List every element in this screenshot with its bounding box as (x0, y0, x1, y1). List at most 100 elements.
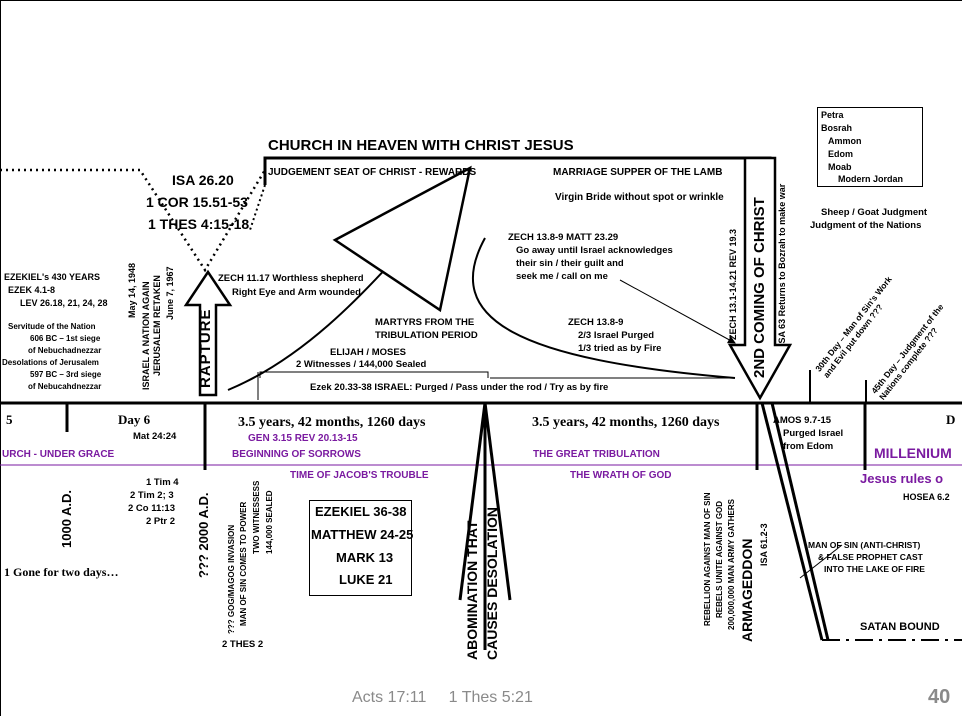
gog-magog: ??? GOG/MAGOG INVASION (227, 524, 236, 634)
witness-bracket (259, 371, 489, 378)
ezekiel-430: EZEKIEL's 430 YEARS (4, 272, 101, 282)
page-number: 40 (928, 686, 951, 708)
purged-1: 2/3 Israel Purged (578, 330, 655, 341)
years-first-half: 3.5 years, 42 months, 1260 days (238, 415, 426, 430)
may-1948: May 14, 1948 (127, 262, 137, 318)
tim-2: 2 Tim 2; 3 (130, 490, 174, 501)
zech-matt: ZECH 13.8-9 MATT 23.29 (508, 232, 619, 243)
servitude-3: of Nebuchadnezzar (28, 346, 102, 355)
lake-pointer (799, 544, 843, 579)
ad-2000: ??? 2000 A.D. (196, 492, 211, 578)
two-witnesses: 2 Witnesses / 144,000 Sealed (296, 359, 427, 370)
ptr-2: 2 Ptr 2 (146, 516, 176, 527)
wedge-left (760, 402, 824, 641)
dotted-rapture-path (0, 168, 267, 273)
servitude-1: Servitude of the Nation (8, 322, 96, 331)
gen-315: GEN 3.15 REV 20.13-15 (248, 433, 358, 444)
mat-2424: Mat 24:24 (133, 431, 177, 442)
wrath-of-god: THE WRATH OF GOD (570, 470, 672, 481)
purged-israel: Purged Israel (783, 428, 844, 439)
desolations-2: 597 BC – 3rd siege (30, 370, 102, 379)
place-bosrah: Bosrah (821, 123, 853, 133)
places-box: Petra Bosrah Ammon Edom Moab Modern Jord… (817, 107, 923, 187)
rapture-label: RAPTURE (197, 308, 214, 388)
isa-2620: ISA 26.20 (172, 172, 234, 188)
isa-612: ISA 61.2-3 (759, 523, 769, 566)
sheep-goat: Sheep / Goat Judgment (821, 207, 928, 218)
elijah-moses: ELIJAH / MOSES (330, 347, 407, 358)
desolations-1: Desolations of Jerusalem (2, 358, 99, 367)
wedge-right (770, 402, 830, 641)
ref-ezekiel: EZEKIEL 36-38 (315, 504, 407, 519)
ref-matthew: MATTHEW 24-25 (311, 527, 414, 542)
dotted-rise-right (249, 184, 266, 231)
judgement-seat-label: JUDGEMENT SEAT OF CHRIST - REWARDS (268, 167, 477, 178)
from-edom: from Edom (783, 441, 834, 452)
day-5: 5 (6, 412, 13, 427)
ref-mark: MARK 13 (336, 550, 394, 565)
references-box: EZEKIEL 36-38 MATTHEW 24-25 MARK 13 LUKE… (309, 500, 414, 596)
man-of-sin-3: INTO THE LAKE OF FIRE (824, 564, 925, 574)
two-witnessess: TWO WITNESSESS (252, 480, 261, 554)
ad-1000: 1000 A.D. (59, 489, 74, 548)
zech-rev: ZECH 13.1-14.21 REV 19.3 (728, 228, 738, 340)
ezek-2033: Ezek 20.33-38 ISRAEL: Purged / Pass unde… (310, 382, 609, 393)
thes-415: 1 THES 4:15-18 (148, 216, 250, 232)
day-d: D (946, 412, 956, 427)
zech-138: ZECH 13.8-9 (568, 317, 624, 328)
day-6: Day 6 (118, 412, 151, 427)
footer-refs: Acts 17:11 1 Thes 5:21 (352, 689, 533, 706)
amos: AMOS 9.7-15 (773, 415, 832, 426)
church-in-heaven-title: CHURCH IN HEAVEN WITH CHRIST JESUS (268, 137, 574, 154)
virgin-bride-label: Virgin Bride without spot or wrinkle (555, 192, 724, 203)
big-arrowhead (332, 165, 472, 313)
jacobs-trouble: TIME OF JACOB'S TROUBLE (290, 470, 429, 481)
abom-line-3 (483, 402, 512, 601)
abomination-2: CAUSES DESOLATION (484, 507, 500, 660)
martyrs-2: TRIBULATION PERIOD (375, 330, 478, 341)
place-edom: Edom (828, 149, 854, 159)
return-curve (472, 237, 736, 379)
purged-2: 1/3 tried as by Fire (578, 343, 662, 354)
june-1967: June 7, 1967 (165, 266, 175, 320)
ezek-41: EZEK 4.1-8 (8, 285, 56, 295)
sealed-144000: 144,000 SEALED (265, 490, 274, 554)
israel-nation-again: ISRAEL A NATION AGAIN (141, 281, 151, 390)
judgment-nations: Judgment of the Nations (810, 220, 922, 231)
man-of-sin-2: & FALSE PROPHET CAST (818, 552, 923, 562)
ref-luke: LUKE 21 (339, 572, 393, 587)
marriage-supper-label: MARRIAGE SUPPER OF THE LAMB (553, 167, 723, 178)
abom-line-1 (458, 402, 487, 601)
hosea-62: HOSEA 6.2 (903, 492, 950, 502)
isa-63: ISA 63 Returns to Bozrah to make war (777, 183, 787, 346)
desolations-3: of Nebucahdnezzar (28, 382, 102, 391)
rebellion-3: 200,000,000 MAN ARMY GATHERS (727, 498, 736, 630)
rapture-arrow (183, 269, 233, 397)
place-petra: Petra (821, 110, 844, 120)
rebellion-2: REBELS UNITE AGAINST GOD (715, 500, 724, 618)
jerusalem-retaken: JERUSALEM RETAKEN (152, 275, 162, 376)
zech-pointer (619, 279, 736, 344)
place-modern-jordan: Modern Jordan (838, 174, 904, 184)
zech-1117: ZECH 11.17 Worthless shepherd (218, 273, 364, 284)
beginning-sorrows: BEGINNING OF SORROWS (232, 449, 361, 460)
man-of-sin-1: MAN OF SIN (ANTI-CHRIST) (808, 540, 921, 550)
armageddon: ARMAGEDDON (739, 538, 755, 642)
millenium: MILLENIUM (874, 445, 952, 461)
place-ammon: Ammon (828, 136, 862, 146)
cor-1551: 1 COR 15.51-53 (146, 194, 248, 210)
man-of-sin-power: MAN OF SIN COMES TO POWER (239, 501, 248, 626)
second-coming-label: 2ND COMING OF CHRIST (751, 197, 768, 378)
co-11: 2 Co 11:13 (128, 503, 175, 514)
martyrs-1: MARTYRS FROM THE (375, 317, 475, 328)
thes-2: 2 THES 2 (222, 639, 264, 650)
second-coming-arrow (727, 156, 793, 401)
abomination-1: ABOMINATION THAT (464, 520, 480, 660)
gone-two-days: 1 Gone for two days… (4, 565, 119, 579)
rebellion-1: REBELLION AGAINST MAN OF SIN (703, 492, 712, 626)
go-away-3: seek me / call on me (516, 271, 608, 282)
satan-bound: SATAN BOUND (860, 621, 940, 633)
great-tribulation: THE GREAT TRIBULATION (533, 449, 660, 460)
